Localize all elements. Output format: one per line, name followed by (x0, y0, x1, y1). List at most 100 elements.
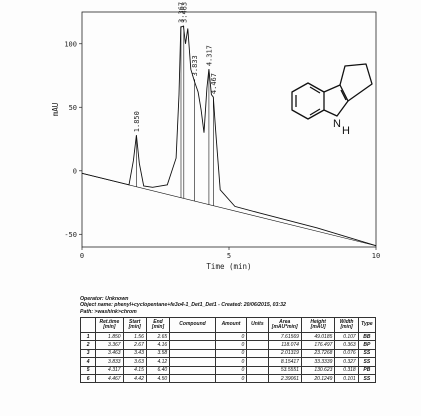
table-cell (169, 365, 216, 375)
chromatogram-trace (81, 25, 377, 247)
table-cell: 7.61569 (267, 331, 302, 342)
table-cell: 3.833 (95, 357, 124, 367)
peak-label: 3.833 (191, 55, 199, 76)
table-cell (169, 331, 216, 342)
cyclopentane-ring (339, 63, 373, 102)
table-cell: 0.363 (334, 340, 359, 350)
chart-series (81, 25, 377, 247)
report-metadata: Operator: Unknown Object name: phenyl+cy… (80, 296, 400, 315)
table-cell: 4 (79, 357, 97, 367)
table-cell: 118.074 (267, 340, 302, 350)
table-cell: 6.40 (145, 365, 171, 375)
table-cell: 3.463 (95, 348, 124, 359)
table-cell: 0 (214, 373, 248, 384)
y-tick-label: 0 (73, 167, 77, 175)
path-line: Path: >washink>chrom (80, 308, 137, 315)
table-cell (246, 340, 269, 350)
table-cell: 3.58 (145, 348, 171, 359)
table-cell: 0.101 (334, 373, 359, 384)
table-cell: 2.67 (122, 340, 147, 350)
peak-table: Ret.time [min] Start [min] End [min] Com… (79, 317, 377, 384)
table-cell: 0 (214, 357, 248, 367)
table-cell: 6 (79, 373, 97, 384)
nitrogen-label: N (333, 118, 341, 130)
table-cell: 1 (79, 331, 97, 342)
table-cell: 0 (214, 331, 248, 342)
header-compound: Compound (169, 317, 216, 333)
peak-label: 4.317 (205, 45, 213, 66)
table-cell: 4.16 (145, 340, 171, 350)
table-cell: 2 (79, 340, 97, 350)
table-cell (246, 373, 269, 384)
x-tick-label: 0 (80, 252, 84, 260)
table-cell: 2.65 (145, 331, 171, 342)
integration-baseline (81, 173, 377, 247)
header-end: End [min] (145, 317, 171, 333)
table-cell (169, 373, 216, 384)
y-axis-title: mAU (51, 103, 60, 117)
table-cell: SS (357, 357, 377, 367)
x-tick-label: 10 (372, 252, 380, 260)
table-cell: 4.12 (145, 357, 171, 367)
table-cell: 0 (214, 348, 248, 359)
chart-ticks: 0 5 10 100 50 0 -50 (64, 40, 380, 260)
table-cell (246, 365, 269, 375)
table-cell: 0.318 (334, 365, 359, 375)
hydrogen-label: H (342, 125, 350, 137)
table-cell: 1.56 (122, 331, 147, 342)
table-cell: 3 (79, 348, 97, 359)
y-tick-label: -50 (64, 231, 77, 239)
table-cell: 4.467 (95, 373, 124, 384)
header-units: Units (246, 317, 269, 333)
table-cell: 53.5551 (267, 365, 302, 375)
object-name-line: Object name: phenyl+cyclopentane+fe3o4-1… (80, 302, 286, 309)
table-cell (246, 348, 269, 359)
table-cell (246, 357, 269, 367)
y-tick-label: 50 (69, 104, 77, 112)
operator-line: Operator: Unknown (80, 296, 129, 302)
peak-label: 3.367 (177, 2, 185, 23)
table-cell: 8.15417 (267, 357, 302, 367)
table-cell: 0 (214, 365, 248, 375)
table-cell: SS (357, 373, 377, 384)
benzene-double-bond (309, 86, 321, 94)
chart-axes (81, 11, 377, 248)
table-cell: BB (357, 331, 377, 342)
table-cell: 20.1249 (300, 373, 336, 384)
header-start: Start [min] (122, 317, 147, 333)
header-width: Width [min] (334, 317, 359, 333)
table-cell (169, 348, 216, 359)
x-tick-label: 5 (227, 252, 231, 260)
table-cell: 0.327 (334, 357, 359, 367)
peak-label: 4.467 (210, 73, 218, 94)
table-cell: 4.50 (145, 373, 171, 384)
table-cell: 1.850 (95, 331, 124, 342)
table-cell: 2.39061 (267, 373, 302, 384)
table-cell: 0.076 (334, 348, 359, 359)
header-index (79, 317, 97, 333)
table-cell: 2.01319 (267, 348, 302, 359)
x-axis-title: Time (min) (206, 262, 251, 271)
header-amount: Amount (214, 317, 248, 333)
peak-label: 1.850 (133, 111, 141, 132)
header-type: Type (357, 317, 377, 333)
table-cell: 3.367 (95, 340, 124, 350)
table-cell: 3.63 (122, 357, 147, 367)
y-tick-label: 100 (64, 40, 77, 48)
table-cell: 4.42 (122, 373, 147, 384)
table-cell: 23.7268 (300, 348, 336, 359)
pyrrole-double-bond (340, 89, 347, 101)
header-ret-time: Ret.time [min] (95, 317, 124, 333)
pyrrole-ring (323, 84, 349, 117)
molecule-structure: N H (291, 63, 373, 137)
benzene-double-bond (309, 108, 321, 116)
table-cell: 4.15 (122, 365, 147, 375)
header-height: Height [mAU] (300, 317, 336, 333)
